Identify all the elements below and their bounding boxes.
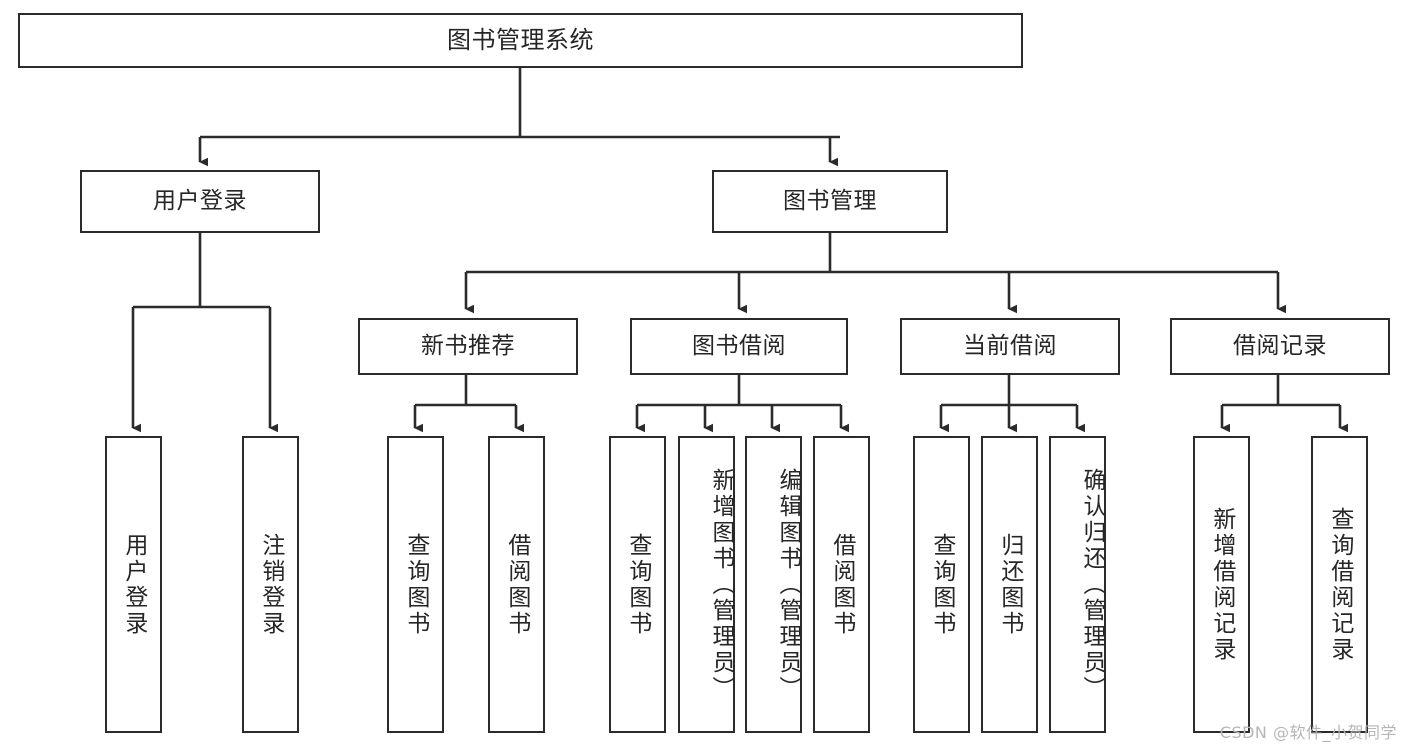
leaf-new-book-query[interactable]: 查询图书 (387, 436, 444, 733)
node-label: 新书推荐 (421, 333, 515, 360)
leaf-current-confirm-return[interactable]: 确认归还（管理员） (1049, 436, 1106, 733)
node-root-system[interactable]: 图书管理系统 (18, 13, 1023, 68)
leaf-record-add[interactable]: 新增借阅记录 (1193, 436, 1250, 733)
node-label: 图书管理系统 (447, 25, 594, 54)
node-label: 图书借阅 (692, 333, 786, 360)
node-label: 新增图书（管理员） (708, 467, 734, 702)
leaf-record-query[interactable]: 查询借阅记录 (1311, 436, 1368, 733)
node-book-manage[interactable]: 图书管理 (712, 170, 948, 233)
leaf-user-login-login[interactable]: 用户登录 (105, 436, 162, 733)
node-label: 借阅图书 (503, 532, 530, 637)
leaf-user-login-logout[interactable]: 注销登录 (242, 436, 299, 733)
node-book-borrow[interactable]: 图书借阅 (630, 318, 848, 375)
node-label: 查询图书 (624, 532, 651, 637)
leaf-current-return-book[interactable]: 归还图书 (981, 436, 1038, 733)
node-borrow-record[interactable]: 借阅记录 (1170, 318, 1390, 375)
leaf-new-book-borrow[interactable]: 借阅图书 (488, 436, 545, 733)
leaf-current-query-book[interactable]: 查询图书 (913, 436, 970, 733)
node-new-book-recommend[interactable]: 新书推荐 (358, 318, 578, 375)
node-label: 查询图书 (928, 532, 955, 637)
node-label: 用户登录 (120, 532, 147, 637)
node-label: 归还图书 (996, 532, 1023, 637)
node-user-login[interactable]: 用户登录 (80, 170, 320, 233)
node-current-borrow[interactable]: 当前借阅 (900, 318, 1120, 375)
node-label: 查询图书 (402, 532, 429, 637)
node-label: 新增借阅记录 (1208, 506, 1235, 663)
node-label: 查询借阅记录 (1326, 506, 1353, 663)
node-label: 借阅图书 (828, 532, 855, 637)
node-label: 编辑图书（管理员） (775, 467, 801, 702)
leaf-borrow-query-book[interactable]: 查询图书 (609, 436, 666, 733)
node-label: 注销登录 (257, 532, 284, 637)
leaf-borrow-add-book[interactable]: 新增图书（管理员） (678, 436, 735, 733)
node-label: 借阅记录 (1233, 333, 1327, 360)
node-label: 确认归还（管理员） (1079, 467, 1105, 702)
node-label: 用户登录 (153, 188, 247, 215)
leaf-borrow-edit-book[interactable]: 编辑图书（管理员） (745, 436, 802, 733)
node-label: 当前借阅 (963, 333, 1057, 360)
node-label: 图书管理 (783, 188, 877, 215)
leaf-borrow-borrow-book[interactable]: 借阅图书 (813, 436, 870, 733)
